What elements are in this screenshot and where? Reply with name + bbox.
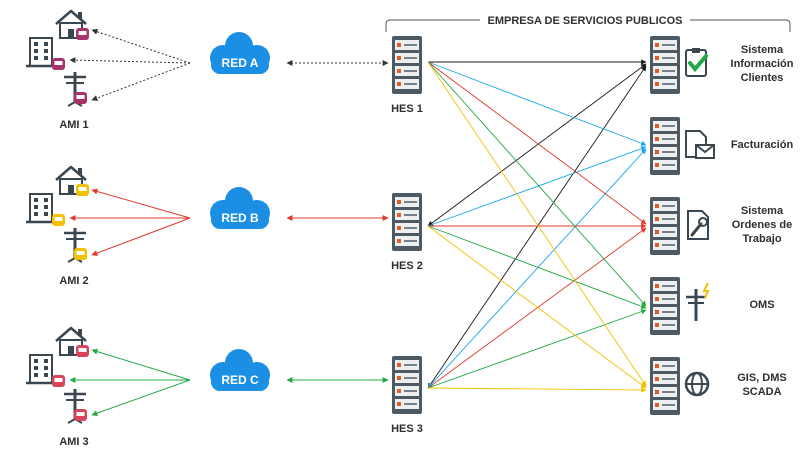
checklist-icon [685,48,708,77]
network-label: RED B [221,211,259,225]
ami1-links [69,28,191,101]
link-hes3-sic [427,65,647,389]
ami-label: AMI 2 [59,275,88,287]
link-hes3-oms [427,309,647,389]
server-icon [649,116,681,176]
link-hes2-fact [427,146,647,227]
link-hes2-oms [427,225,647,309]
hes-label: HES 3 [391,423,423,435]
network-label: RED C [221,373,259,387]
hes-label: HES 1 [391,103,423,115]
server-icon [649,196,681,256]
link-hes2-sic [427,63,647,227]
link-hes3-gis [427,387,647,393]
system-2: Facturación [649,116,794,176]
smart-meter-icon [76,345,89,357]
system-4: OMS [649,276,775,336]
ami2-links [69,188,191,256]
smart-meter-icon [76,184,89,196]
building-icon [24,36,58,68]
link-hes1-ot [427,61,647,225]
invoice-mail-icon [685,130,715,159]
system-label: Facturación [731,139,794,151]
globe-icon [684,371,710,397]
ami-group-1: AMI 1 [24,9,89,131]
server-icon [649,276,681,336]
smart-meter-icon [74,409,87,421]
link-hes2-gis [427,225,647,389]
smart-meter-icon [52,375,65,387]
link-hes3-fact [427,148,647,389]
utility-company-bracket: EMPRESA DE SERVICIOS PUBLICOS [385,15,791,32]
hes-label: HES 2 [391,260,423,272]
ami-label: AMI 3 [59,436,88,448]
network-cloud-red-b: RED B [210,187,270,229]
smart-meter-icon [52,58,65,70]
server-icon [649,356,681,416]
building-icon [24,353,58,385]
company-title: EMPRESA DE SERVICIOS PUBLICOS [488,15,683,27]
ami-label: AMI 1 [59,119,88,131]
building-icon [24,192,58,224]
network-cloud-red-a: RED A [210,32,270,74]
hes-server-3: HES 3 [391,355,423,435]
hes-server-1: HES 1 [391,35,423,115]
link-hes1-oms [427,61,647,307]
hes-system-links [427,59,647,393]
system-label: OMS [749,299,774,311]
smart-meter-icon [74,248,87,260]
link-hes1-gis [427,61,647,387]
link-hes1-fact [427,61,647,146]
power-pole-icon [686,282,710,321]
smart-meter-icon [52,214,65,226]
server-icon [649,35,681,95]
ami3-links [69,348,191,417]
link-hes3-ot [427,227,647,389]
work-order-icon [687,210,709,240]
ami-group-3: AMI 3 [24,326,89,448]
ami-group-2: AMI 2 [24,165,89,287]
network-cloud-red-c: RED C [210,349,270,391]
smart-meter-icon [76,28,89,40]
hes-server-2: HES 2 [391,192,423,272]
network-label: RED A [222,56,259,70]
smart-meter-icon [74,92,87,104]
